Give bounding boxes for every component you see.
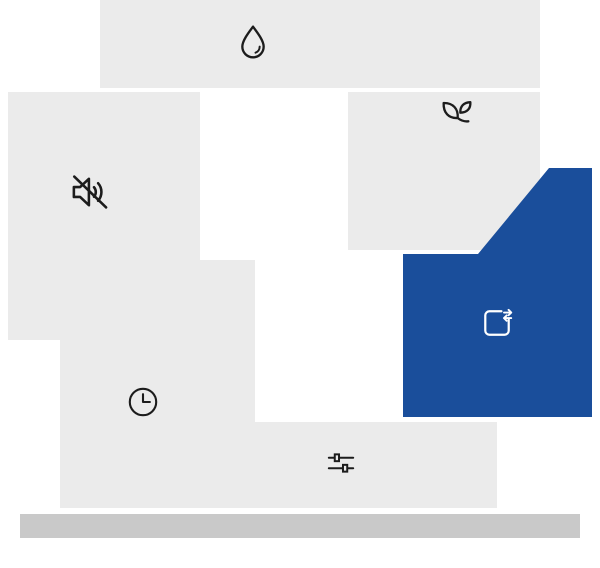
water-drop-icon xyxy=(233,22,273,62)
speaker-muted-icon xyxy=(68,170,112,214)
remote-connect-icon xyxy=(478,304,516,342)
eco-leaves-icon xyxy=(436,94,476,134)
tile-clock[interactable] xyxy=(60,260,255,422)
bottom-scrollbar[interactable] xyxy=(20,514,580,538)
tile-adjust-settings[interactable] xyxy=(60,422,497,508)
sliders-icon xyxy=(324,446,358,480)
clock-icon xyxy=(125,384,161,420)
tile-water[interactable] xyxy=(100,0,540,88)
